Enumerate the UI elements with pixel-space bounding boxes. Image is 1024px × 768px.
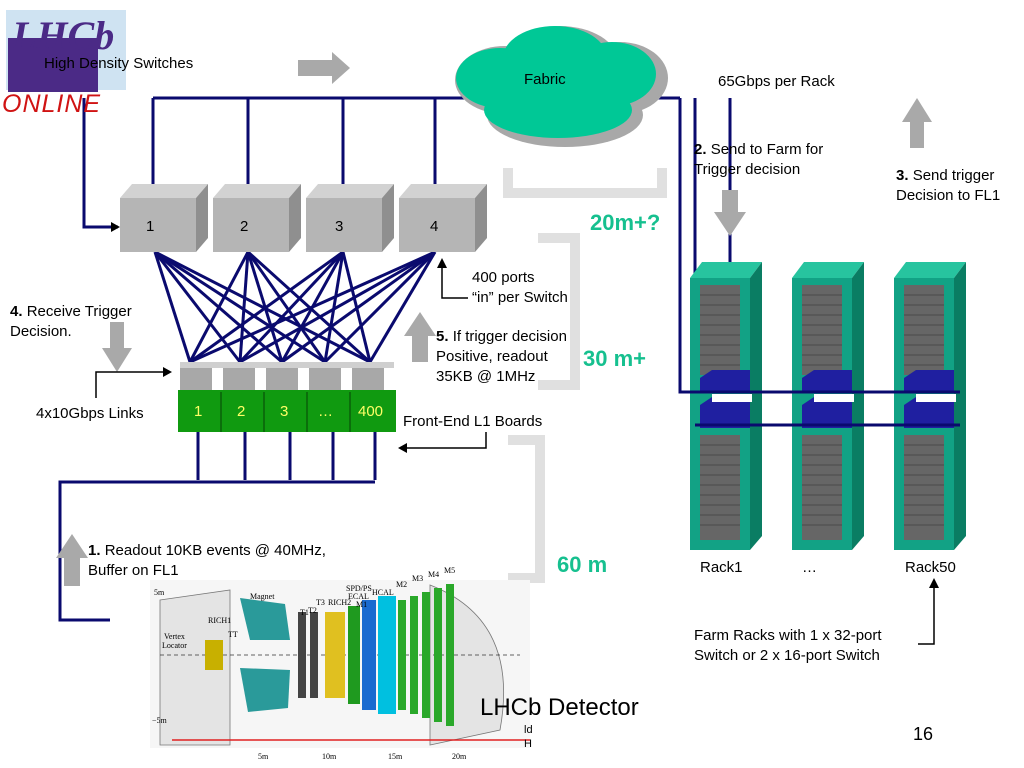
ports-text-1: 400 ports (472, 269, 535, 286)
step1-number: 1. (88, 542, 101, 559)
det-tt: TT (228, 630, 238, 639)
logo-lhcb-text: LHCb (12, 13, 115, 58)
switch-boxes (120, 184, 487, 252)
fabric-label: Fabric (524, 71, 566, 88)
logo-box-dark (8, 38, 98, 92)
switch-2-label: 2 (240, 218, 249, 235)
distance-20m: 20m+? (590, 210, 661, 235)
farm-text-1: Farm Racks with 1 x 32-port (694, 627, 882, 644)
step5-number: 5. (436, 328, 449, 345)
high-density-switches-label: High Density Switches (44, 55, 194, 72)
det-cut2: H (524, 738, 532, 750)
step4-text-1: Receive Trigger (26, 303, 132, 320)
pointer-arrows (95, 262, 935, 645)
step2-number: 2. (694, 141, 707, 158)
detector-title: LHCb Detector (480, 694, 639, 721)
board-1-label: 1 (194, 403, 203, 420)
det-m1: M1 (356, 600, 368, 609)
step5-text-3: 35KB @ 1MHz (436, 368, 536, 385)
det-yneg5: −5m (152, 716, 167, 725)
det-locator: Locator (162, 641, 187, 650)
ports-label: 400 ports “in” per Switch (472, 268, 568, 308)
logo-online-text: ONLINE (2, 90, 102, 118)
det-y5: 5m (154, 588, 165, 597)
switch-3-label: 3 (335, 218, 344, 235)
step4-text-2: Decision. (10, 323, 72, 340)
farm-racks-label: Farm Racks with 1 x 32-port Switch or 2 … (694, 626, 882, 666)
links-label: 4x10Gbps Links (36, 405, 144, 422)
det-t2: T2 (308, 606, 317, 615)
det-m3: M3 (412, 574, 424, 583)
pointer-arrowheads (111, 222, 939, 588)
det-t3: T3 (316, 598, 325, 607)
board-3-label: 3 (280, 403, 289, 420)
step1-text-2: Buffer on FL1 (88, 562, 179, 579)
distance-60m: 60 m (557, 552, 608, 577)
rack50-label: Rack50 (905, 559, 956, 576)
det-spdps: SPD/PS (346, 584, 372, 593)
rack-ellipsis-label: … (802, 559, 817, 576)
board-ellipsis-label: … (318, 403, 333, 420)
step2-text-2: Trigger decision (694, 161, 801, 178)
detector-drawing (150, 580, 530, 748)
det-vertex: Vertex (164, 632, 185, 641)
det-x10: 10m (322, 752, 337, 761)
det-x5: 5m (258, 752, 269, 761)
det-m4: M4 (428, 570, 440, 579)
det-m2: M2 (396, 580, 408, 589)
rack-links (680, 390, 960, 427)
step3-text-2: Decision to FL1 (896, 187, 1001, 204)
step2-label: 2. Send to Farm for Trigger decision (694, 140, 823, 180)
step3-label: 3. Send trigger Decision to FL1 (896, 166, 1000, 206)
det-rich1: RICH1 (208, 616, 232, 625)
frontend-boards-label: Front-End L1 Boards (403, 413, 543, 430)
step1-text-1: Readout 10KB events @ 40MHz, (104, 542, 326, 559)
page-number: 16 (913, 724, 934, 744)
step1-label: 1. Readout 10KB events @ 40MHz, Buffer o… (88, 541, 326, 581)
distance-30m: 30 m+ (583, 346, 646, 371)
board-400-label: 400 (358, 403, 384, 420)
step5-text-2: Positive, readout (436, 348, 548, 365)
det-t1: T1 (300, 608, 309, 617)
switch-4-label: 4 (430, 218, 439, 235)
detector-labels: Magnet RICH1 Vertex Locator TT T1 T2 T3 … (150, 560, 533, 761)
det-hcal: HCAL (372, 588, 394, 597)
distance-brackets (503, 168, 667, 583)
farm-text-2: Switch or 2 x 16-port Switch (694, 647, 880, 664)
step5-text-1: If trigger decision (452, 328, 567, 345)
ports-text-2: “in” per Switch (472, 289, 568, 306)
det-magnet: Magnet (250, 592, 275, 601)
step3-text-1: Send trigger (912, 167, 995, 184)
det-x15: 15m (388, 752, 403, 761)
step4-label: 4. Receive Trigger Decision. (10, 302, 132, 342)
step4-number: 4. (10, 303, 23, 320)
step5-label: 5. If trigger decision Positive, readout… (436, 327, 567, 387)
det-ecal: ECAL (348, 592, 369, 601)
det-x20: 20m (452, 752, 467, 761)
step3-number: 3. (896, 167, 909, 184)
gbps-per-rack-label: 65Gbps per Rack (718, 73, 835, 90)
det-rich2: RICH2 (328, 598, 352, 607)
fabric-cloud (455, 26, 668, 147)
rack1-label: Rack1 (700, 559, 743, 576)
det-cut1: ld (524, 724, 533, 736)
frontend-boards (178, 362, 396, 432)
farm-racks (690, 262, 966, 550)
board-2-label: 2 (237, 403, 246, 420)
switch-1-label: 1 (146, 218, 155, 235)
det-m5: M5 (444, 566, 456, 575)
gray-arrows (56, 52, 932, 586)
step2-text-1: Send to Farm for (710, 141, 824, 158)
